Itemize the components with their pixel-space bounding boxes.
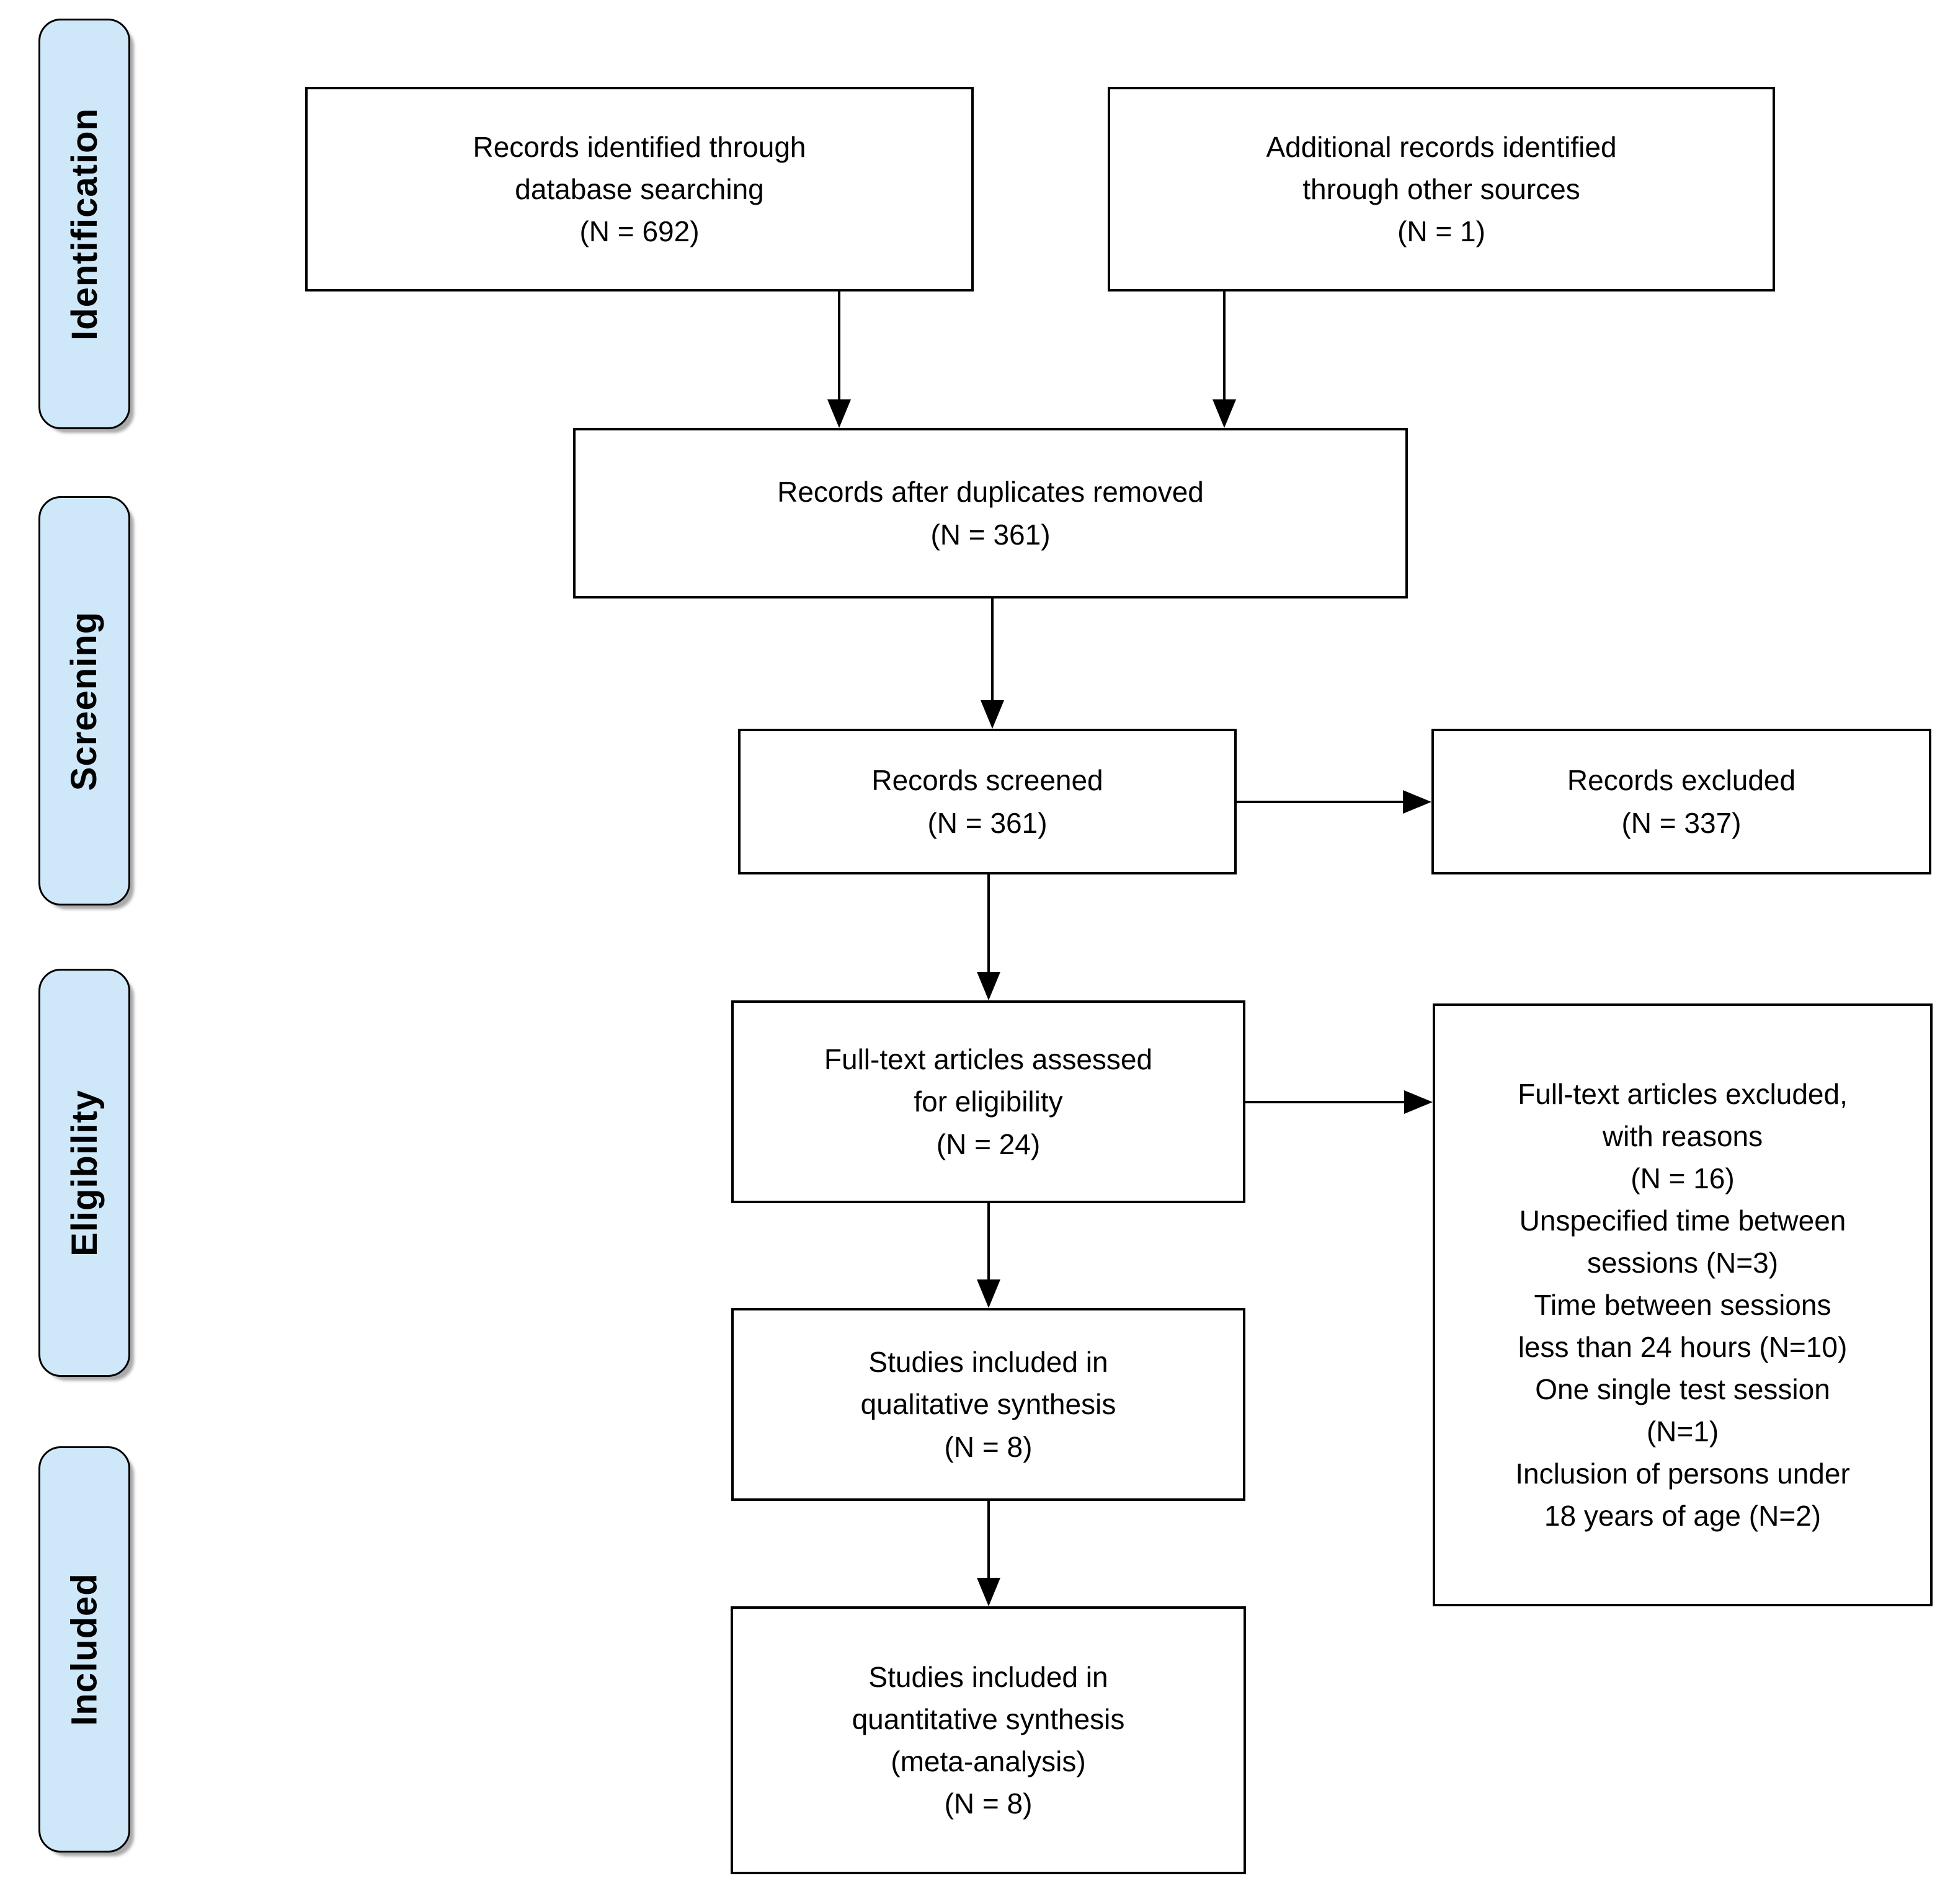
connector-additional-to-duplicates	[1212, 291, 1237, 428]
arrow-right-icon	[1403, 790, 1431, 814]
arrow-down-icon	[977, 1279, 1000, 1308]
box-records-excluded: Records excluded (N = 337)	[1431, 729, 1931, 874]
box-records-screened-text: Records screened (N = 361)	[871, 764, 1103, 839]
stage-included-label: Included	[64, 1573, 105, 1726]
box-records-identified: Records identified through database sear…	[305, 87, 974, 291]
arrow-shaft	[987, 874, 990, 972]
arrow-down-icon	[977, 1578, 1000, 1606]
box-after-duplicates-text: Records after duplicates removed (N = 36…	[777, 476, 1204, 551]
arrow-down-icon	[1213, 399, 1236, 428]
arrow-shaft	[991, 598, 994, 700]
connector-qualitative-to-quantitative	[976, 1501, 1001, 1606]
box-fulltext-assessed: Full-text articles assessed for eligibil…	[731, 1000, 1245, 1203]
connector-screened-to-excluded	[1237, 790, 1431, 814]
stage-eligibility-label: Eligibility	[64, 1089, 105, 1257]
arrow-shaft	[987, 1501, 990, 1578]
box-additional-records: Additional records identified through ot…	[1108, 87, 1775, 291]
connector-fulltext-to-qualitative	[976, 1203, 1001, 1308]
stage-eligibility: Eligibility	[38, 969, 130, 1377]
box-after-duplicates: Records after duplicates removed (N = 36…	[573, 428, 1408, 598]
stage-included: Included	[38, 1446, 130, 1853]
connector-duplicates-to-screened	[980, 598, 1005, 729]
arrow-shaft	[1237, 801, 1403, 803]
arrow-shaft	[1223, 291, 1226, 399]
arrow-down-icon	[981, 700, 1004, 729]
stage-identification-label: Identification	[64, 107, 105, 340]
arrow-right-icon	[1404, 1090, 1433, 1114]
box-fulltext-excluded-text: Full-text articles excluded, with reason…	[1515, 1077, 1850, 1533]
box-additional-records-text: Additional records identified through ot…	[1266, 130, 1617, 248]
stage-identification: Identification	[38, 19, 130, 429]
box-qualitative-synthesis-text: Studies included in qualitative synthesi…	[860, 1346, 1116, 1463]
box-records-screened: Records screened (N = 361)	[738, 729, 1237, 874]
stage-screening-label: Screening	[64, 611, 105, 791]
arrow-down-icon	[977, 972, 1000, 1000]
box-quantitative-synthesis: Studies included in quantitative synthes…	[731, 1606, 1246, 1874]
arrow-shaft	[987, 1203, 990, 1279]
box-records-identified-text: Records identified through database sear…	[473, 130, 806, 248]
arrow-shaft	[838, 291, 840, 399]
box-qualitative-synthesis: Studies included in qualitative synthesi…	[731, 1308, 1245, 1501]
connector-screened-to-fulltext	[976, 874, 1001, 1000]
box-quantitative-synthesis-text: Studies included in quantitative synthes…	[852, 1660, 1125, 1820]
connector-identified-to-duplicates	[827, 291, 852, 428]
arrow-shaft	[1245, 1101, 1404, 1103]
arrow-down-icon	[827, 399, 851, 428]
connector-fulltext-to-fulltext-excluded	[1245, 1090, 1433, 1114]
box-fulltext-excluded: Full-text articles excluded, with reason…	[1433, 1003, 1933, 1606]
stage-screening: Screening	[38, 496, 130, 905]
box-fulltext-assessed-text: Full-text articles assessed for eligibil…	[824, 1043, 1153, 1160]
box-records-excluded-text: Records excluded (N = 337)	[1567, 764, 1796, 839]
